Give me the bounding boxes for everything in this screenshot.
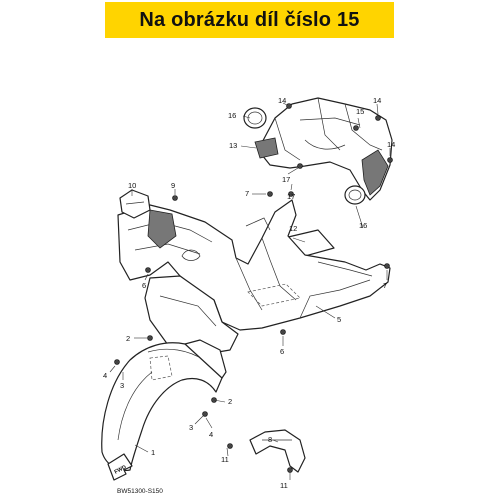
callout-16-a: 16 (228, 111, 236, 120)
screw-icon (288, 191, 294, 197)
cap-16-top (243, 107, 267, 129)
callout-10: 8 (268, 435, 272, 444)
screw-icon (280, 329, 286, 335)
screw-icon (384, 263, 390, 269)
screw-icon (114, 359, 120, 365)
callout-16-b: 16 (359, 221, 367, 230)
screw-icon (297, 163, 303, 169)
callout-1: 1 (151, 448, 155, 457)
bracket-10 (249, 429, 306, 473)
screw-icon (353, 125, 359, 131)
lower-cover (144, 275, 239, 356)
screw-icon (387, 157, 393, 163)
callout-2-a: 2 (126, 334, 130, 343)
screw-icon (202, 411, 208, 417)
callout-4-b: 4 (209, 430, 213, 439)
front-fender (101, 339, 227, 471)
screw-icon (172, 195, 178, 201)
callout-14-a: 14 (278, 96, 286, 105)
callout-4-a: 4 (103, 371, 107, 380)
callout-8: 9 (171, 181, 175, 190)
callout-13: 13 (229, 141, 237, 150)
screw-icon (286, 103, 292, 109)
callout-2-b: 2 (228, 397, 232, 406)
screw-icon (375, 115, 381, 121)
callout-labels: 16 13 14 15 14 14 17 17 16 10 9 7 6 12 5… (103, 96, 395, 490)
inner-cover-rear (254, 97, 393, 201)
callout-17-a: 17 (282, 175, 290, 184)
screw-icon (145, 267, 151, 273)
screw-icon (227, 443, 233, 449)
screw-icon (147, 335, 153, 341)
callout-6-a: 6 (142, 281, 146, 290)
callout-14-c: 14 (387, 140, 395, 149)
screw-icon (287, 467, 293, 473)
callout-7-a: 7 (245, 189, 249, 198)
leader-lines (109, 102, 391, 480)
callout-7-b: 7 (383, 281, 387, 290)
callout-5: 5 (337, 315, 341, 324)
diagram-code: BW51300-S150 (117, 488, 163, 495)
fwd-label: FWD (114, 464, 128, 475)
title-banner: Na obrázku díl číslo 15 (105, 2, 394, 38)
callout-17-b: 17 (287, 192, 295, 201)
callout-11-a: 11 (221, 455, 229, 464)
callout-11-b: 11 (280, 481, 288, 490)
callout-15: 15 (356, 107, 364, 116)
callout-3-b: 3 (189, 423, 193, 432)
cap-16-bottom (344, 185, 366, 205)
callout-9: 10 (128, 181, 136, 190)
fwd-arrow: FWD (107, 453, 133, 481)
callout-12: 12 (289, 224, 297, 233)
callout-14-b: 14 (373, 96, 381, 105)
callout-3-a: 3 (120, 381, 124, 390)
screw-icon (267, 191, 273, 197)
title-text: Na obrázku díl číslo 15 (139, 8, 360, 31)
callout-6-b: 6 (280, 347, 284, 356)
